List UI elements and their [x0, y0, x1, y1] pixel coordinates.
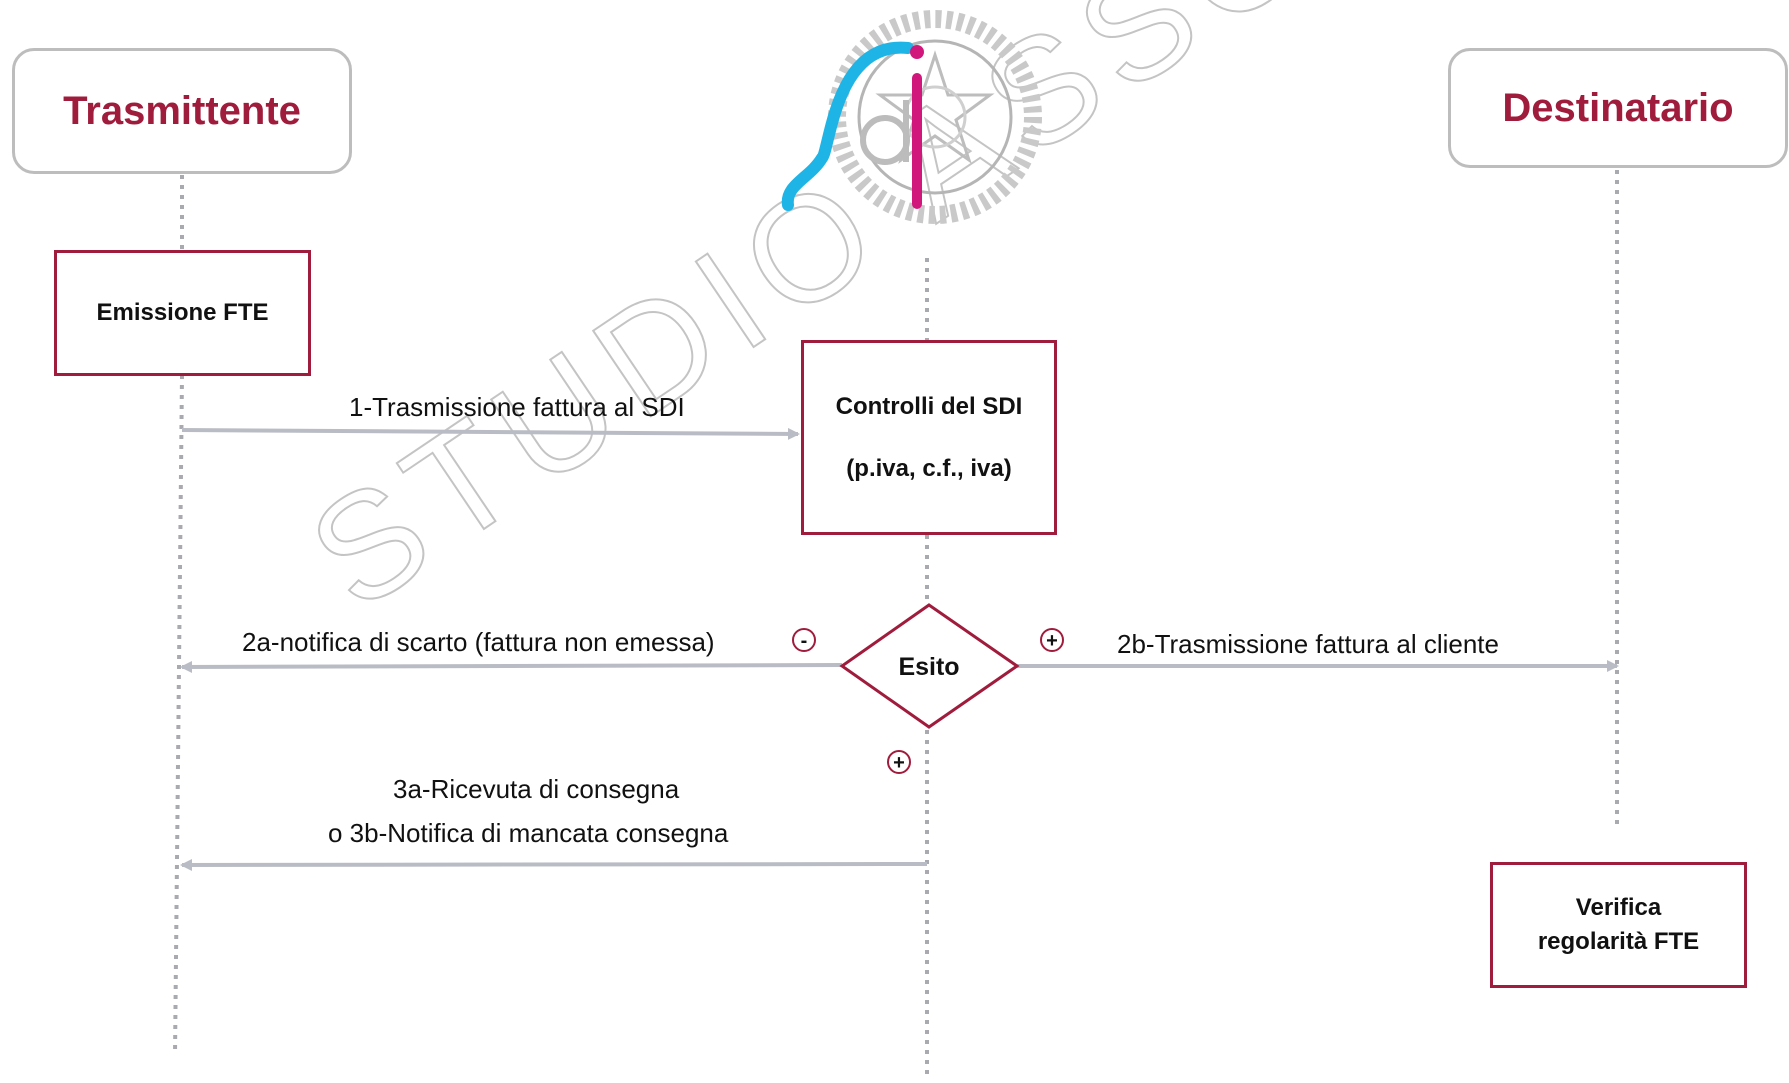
arrow-delivery-receipt	[180, 858, 928, 871]
arrow-transmission-to-sdi	[181, 427, 800, 440]
sender-lifeline-lower	[173, 374, 184, 1056]
message-rejection-notice: 2a-notifica di scarto (fattura non emess…	[242, 627, 715, 657]
message-delivery-failure: o 3b-Notifica di mancata consegna	[328, 818, 729, 848]
outcome-label: Esito	[898, 653, 959, 681]
sender-participant-label: Trasmittente	[63, 88, 301, 133]
outcome-diamond	[839, 603, 1020, 729]
verify-step: Verifica regolarità FTE	[1490, 862, 1747, 988]
message-transmission-to-client: 2b-Trasmissione fattura al cliente	[1117, 629, 1499, 659]
emission-step-label: Emissione FTE	[96, 299, 269, 327]
svg-text:+: +	[893, 752, 905, 774]
sdi-checks-title: Controlli del SDI	[835, 392, 1023, 420]
positive-delivery-icon: +	[887, 750, 911, 774]
svg-text:-: -	[801, 630, 808, 652]
sdi-checks-detail: (p.iva, c.f., iva)	[846, 454, 1012, 482]
sdi-logo	[781, 10, 1042, 224]
sdi-checks-step: Controlli del SDI (p.iva, c.f., iva)	[801, 340, 1057, 535]
verify-step-line1: Verifica	[1575, 894, 1662, 922]
arrow-rejection-notice	[180, 660, 843, 673]
message-transmission-to-sdi: 1-Trasmissione fattura al SDI	[349, 392, 685, 422]
sender-participant: Trasmittente	[12, 48, 352, 174]
receiver-participant-label: Destinatario	[1502, 85, 1734, 130]
positive-outcome-icon: +	[1040, 628, 1064, 652]
verify-step-line2: regolarità FTE	[1537, 928, 1700, 955]
emission-step: Emissione FTE	[54, 250, 311, 376]
receiver-participant: Destinatario	[1448, 48, 1788, 168]
negative-outcome-icon: -	[792, 628, 816, 652]
message-delivery-receipt: 3a-Ricevuta di consegna	[393, 774, 680, 804]
svg-text:+: +	[1046, 630, 1058, 652]
